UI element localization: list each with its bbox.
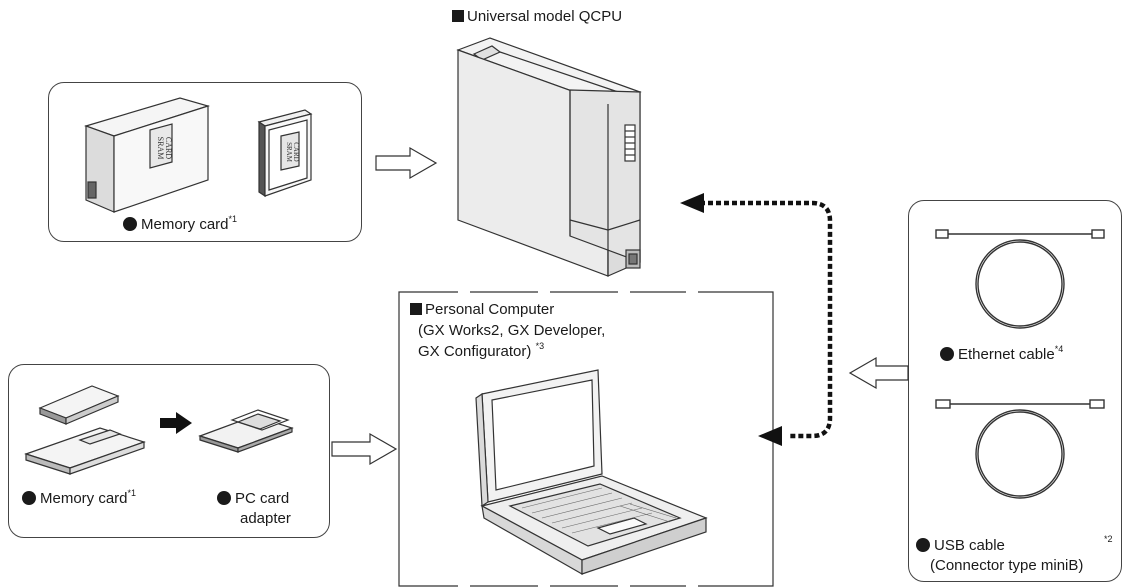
- arrowhead-to-pc: [758, 426, 782, 446]
- pc-software-line3-text: GX Configurator): [418, 343, 532, 360]
- pc-card-adapter-line2: adapter: [240, 510, 291, 527]
- bullet-dot-icon: [22, 491, 36, 505]
- memory-card-top-label-text: Memory card: [141, 216, 229, 233]
- usb-cable-label: USB cable: [916, 537, 1005, 555]
- cable-panel: [908, 200, 1122, 582]
- bullet-dot-icon: [123, 217, 137, 231]
- usb-cable-label-text: USB cable: [934, 537, 1005, 554]
- bullet-dot-icon: [940, 347, 954, 361]
- footnote-3: *3: [535, 341, 545, 351]
- ethernet-cable-label-text: Ethernet cable: [958, 346, 1055, 363]
- footnote-1: *1: [127, 488, 137, 498]
- ethernet-cable-label: Ethernet cable*4: [940, 344, 1064, 364]
- square-bullet-icon: [410, 303, 422, 315]
- memory-card-bottom-label: Memory card*1: [22, 488, 137, 508]
- pc-software-line2: (GX Works2, GX Developer,: [418, 322, 606, 339]
- laptop-icon: [475, 369, 708, 576]
- pc-software-line3: GX Configurator) *3: [418, 341, 545, 361]
- sram-card-icon: SRAM CARD: [84, 97, 211, 213]
- hollow-arrow-left-icon: [848, 356, 909, 390]
- svg-text:SRAM: SRAM: [285, 142, 293, 163]
- bullet-dot-icon: [217, 491, 231, 505]
- bullet-dot-icon: [916, 538, 930, 552]
- memory-card-bottom-label-text: Memory card: [40, 490, 128, 507]
- square-bullet-icon: [452, 10, 464, 22]
- pc-title-text: Personal Computer: [425, 301, 555, 318]
- pc-card-adapter-label: PC card: [217, 490, 289, 508]
- svg-text:CARD: CARD: [164, 137, 173, 159]
- svg-text:SRAM: SRAM: [156, 137, 165, 160]
- cpu-title-text: Universal model QCPU: [467, 8, 623, 25]
- cpu-module-icon: [456, 37, 642, 277]
- usb-cable-icon: [935, 399, 1105, 499]
- hollow-arrow-right-icon: [331, 432, 398, 466]
- svg-text:CARD: CARD: [292, 142, 300, 161]
- cpu-title: Universal model QCPU: [452, 8, 622, 26]
- footnote-4: *4: [1054, 344, 1064, 354]
- memory-card-top-label: Memory card*1: [123, 214, 238, 234]
- ethernet-cable-icon: [935, 229, 1105, 329]
- cf-card-icon: SRAM CARD: [257, 109, 313, 198]
- sd-card-icon: [24, 385, 146, 475]
- hollow-arrow-right-icon: [375, 146, 438, 180]
- usb-cable-line2: (Connector type miniB): [930, 557, 1084, 574]
- pc-title: Personal Computer: [410, 301, 554, 319]
- usb-footnote: *2: [1104, 534, 1113, 554]
- footnote-1: *1: [228, 214, 238, 224]
- black-arrow-right-icon: [160, 412, 192, 434]
- footnote-2: *2: [1104, 534, 1113, 544]
- pc-card-adapter-line1: PC card: [235, 490, 290, 507]
- arrowhead-to-cpu: [680, 193, 704, 213]
- pc-card-adapter-icon: [198, 409, 294, 453]
